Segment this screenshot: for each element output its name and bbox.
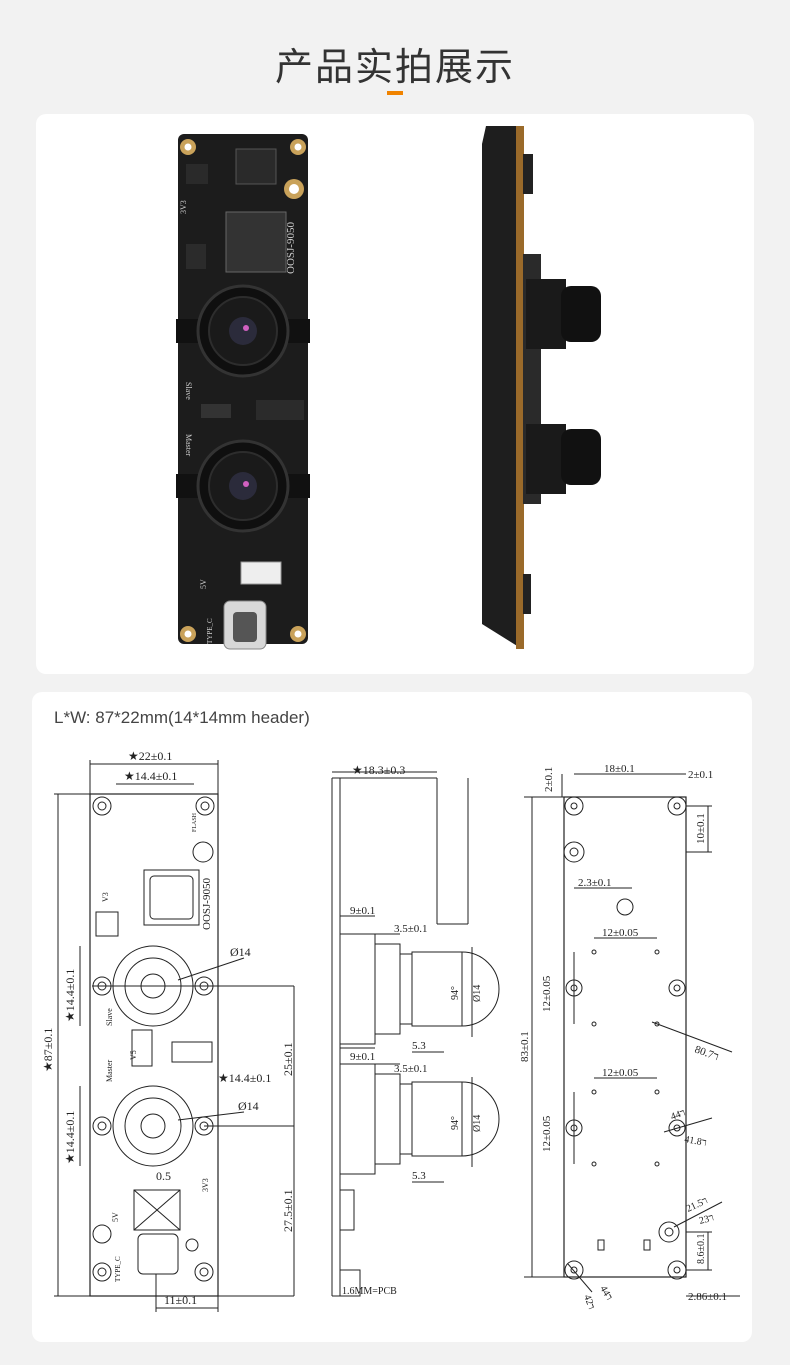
side-view: ★18.3±0.3 9±0.1 3.5±0.1 94° Ø14 5.3 9±0.… (331, 763, 500, 1297)
dim-angle-a: 94° (450, 986, 461, 1000)
dim-lens1-diameter: Ø14 (230, 945, 251, 959)
dim-3-5a: 3.5±0.1 (394, 923, 428, 935)
dim-lens2-height: ★14.4±0.1 (63, 1111, 77, 1164)
dim-2-86: 2.86±0.1 (688, 1291, 727, 1303)
photo-silk-master: Master (184, 434, 193, 457)
silk-3v3: 3V3 (201, 1178, 210, 1192)
silk-flash: FLASH (192, 812, 198, 832)
dim-12a-vertical: 12±0.05 (541, 975, 553, 1012)
dim-27-5: 27.5±0.1 (281, 1189, 295, 1232)
page-title: 产品实拍展示 (274, 45, 515, 89)
silk-5v: 5V (111, 1212, 120, 1222)
dimensions-label: L*W: 87*22mm(14*14mm header) (54, 708, 310, 727)
dim-header-mid: ★14.4±0.1 (218, 1071, 271, 1085)
dim-0-5: 0.5 (156, 1169, 171, 1183)
technical-drawing: ★22±0.1 ★14.4±0.1 ★14.4±0.1 ★14.4±0.1 ★8… (41, 749, 740, 1312)
dim-10: 10±0.1 (695, 813, 707, 844)
dim-angle-b: 94° (450, 1116, 461, 1130)
dim-25: 25±0.1 (281, 1042, 295, 1076)
dim-2x3: 2ר3 (698, 1212, 715, 1227)
dim-4x4-bottom: 4ר4 (597, 1284, 614, 1302)
silk-v5: V5 (129, 1050, 138, 1060)
photo-silk-5v: 5V (199, 579, 208, 589)
dim-9b: 9±0.1 (350, 1051, 375, 1063)
dim-4x4: 4ר4 (669, 1107, 687, 1122)
dim-18: 18±0.1 (604, 763, 635, 775)
dim-pcb: 1.6MM=PCB (342, 1286, 397, 1297)
dim-18-3: ★18.3±0.3 (352, 763, 405, 777)
dim-5-3a: 5.3 (412, 1040, 426, 1052)
photo-silk-slave: Slave (184, 382, 193, 400)
silk-slave: Slave (105, 1008, 114, 1026)
side-pcb-photo (482, 126, 601, 649)
front-pcb-photo: OOSJ-9050 Slave Master 3V3 5V TYPE_C (176, 134, 310, 650)
silk-model: OOSJ-9050 (201, 878, 213, 930)
dim-3-5b: 3.5±0.1 (394, 1063, 428, 1075)
photo-silk-3v3: 3V3 (179, 200, 188, 214)
silk-master: Master (105, 1059, 114, 1082)
dim-4x1-8: 4ר1.8 (683, 1134, 707, 1149)
drawing-card: L*W: 87*22mm(14*14mm header) (32, 692, 752, 1342)
dim-header-top: ★14.4±0.1 (124, 769, 177, 783)
dim-lens2-diameter: Ø14 (238, 1099, 259, 1113)
dim-83: 83±0.1 (519, 1031, 531, 1062)
back-view: 2±0.1 18±0.1 2±0.1 10±0.1 2.3±0.1 12±0.0… (519, 763, 740, 1311)
dim-diameter-b: Ø14 (472, 1115, 483, 1132)
dim-11: 11±0.1 (164, 1293, 197, 1307)
product-photos: OOSJ-9050 Slave Master 3V3 5V TYPE_C (176, 126, 601, 650)
photo-silk-typec: TYPE_C (206, 618, 214, 644)
silk-v3: V3 (101, 892, 110, 902)
dim-diameter-a: Ø14 (472, 985, 483, 1002)
front-view: ★22±0.1 ★14.4±0.1 ★14.4±0.1 ★14.4±0.1 ★8… (41, 749, 295, 1312)
dim-12b-vertical: 12±0.05 (541, 1115, 553, 1152)
silk-typec: TYPE_C (114, 1256, 122, 1282)
dim-2-right: 2±0.1 (688, 769, 713, 781)
dim-5-3b: 5.3 (412, 1170, 426, 1182)
dim-8-6: 8.6±0.1 (696, 1234, 707, 1265)
title-accent-bar (387, 91, 403, 95)
dim-9a: 9±0.1 (350, 905, 375, 917)
dim-2x1-5: 2ר1.5 (685, 1195, 710, 1214)
dim-4x2: 4ר2 (581, 1293, 596, 1311)
dim-total-height: ★87±0.1 (41, 1028, 55, 1072)
dim-12a: 12±0.05 (602, 927, 639, 939)
dim-lens1-height: ★14.4±0.1 (63, 969, 77, 1022)
dim-12b: 12±0.05 (602, 1067, 639, 1079)
dim-width: ★22±0.1 (128, 749, 172, 763)
dim-2-top: 2±0.1 (543, 767, 555, 792)
photo-card: OOSJ-9050 Slave Master 3V3 5V TYPE_C (36, 114, 754, 674)
dim-2-3: 2.3±0.1 (578, 877, 612, 889)
photo-silk-model: OOSJ-9050 (285, 222, 297, 274)
